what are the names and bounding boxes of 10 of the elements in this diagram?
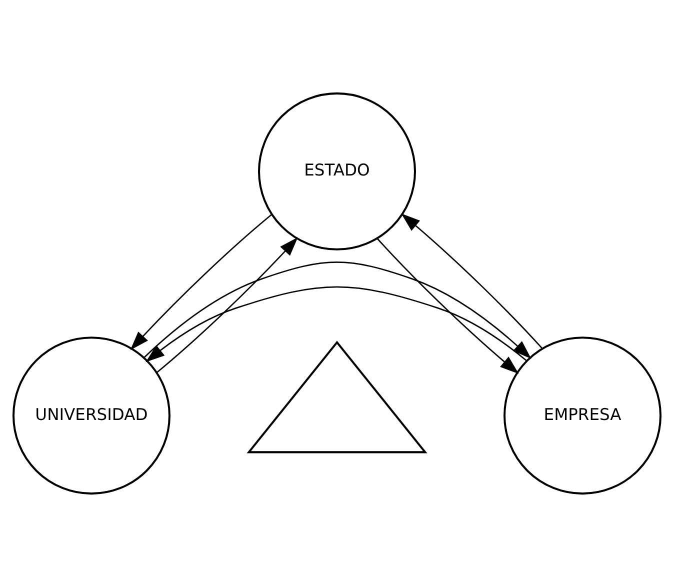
arrow (401, 214, 543, 350)
node-triangle (246, 340, 428, 454)
arrow (144, 262, 532, 359)
node-circle: ESTADO (258, 92, 416, 250)
node-circle: UNIVERSIDAD (12, 336, 170, 495)
arrow (156, 237, 298, 374)
arrow (130, 214, 272, 350)
node-circle: EMPRESA (504, 336, 662, 495)
arrow (376, 238, 519, 374)
arrow (146, 286, 528, 362)
